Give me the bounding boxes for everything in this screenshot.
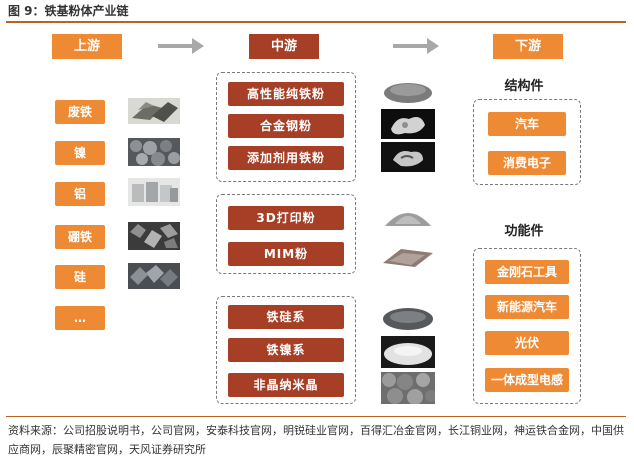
upstream-item-silicon: 硅	[55, 265, 105, 289]
figure-title: 图 9：铁基粉体产业链	[8, 4, 129, 18]
downstream-item-automotive: 汽车	[488, 112, 566, 136]
alloy-steel-powder-image	[381, 109, 435, 139]
midstream-item-3d-printing-powder: 3D打印粉	[228, 206, 344, 230]
arrow-right-icon	[393, 38, 439, 54]
midstream-item-amorphous-nanocrystalline: 非晶纳米晶	[228, 373, 344, 397]
upstream-item-more: …	[55, 306, 105, 330]
downstream-item-new-energy-vehicles: 新能源汽车	[485, 295, 569, 319]
nickel-image	[128, 138, 180, 166]
scrap-iron-image	[128, 98, 180, 124]
3d-printing-powder-image	[381, 200, 435, 232]
ferroboron-image	[128, 222, 180, 250]
header-downstream: 下游	[493, 34, 563, 59]
midstream-group-iron-powders	[216, 72, 356, 182]
downstream-item-consumer-electronics: 消费电子	[488, 151, 566, 175]
midstream-item-additive-iron-powder: 添加剂用铁粉	[228, 146, 344, 170]
additive-iron-powder-image	[381, 142, 435, 172]
downstream-item-diamond-tools: 金刚石工具	[485, 260, 569, 284]
midstream-item-alloy-steel-powder: 合金钢粉	[228, 114, 344, 138]
downstream-item-molded-inductor: 一体成型电感	[485, 368, 569, 392]
bottom-rule	[6, 416, 626, 417]
header-upstream: 上游	[52, 34, 122, 59]
silicon-image	[128, 263, 180, 289]
upstream-item-scrap-iron: 废铁	[55, 100, 105, 124]
header-midstream: 中游	[249, 34, 319, 59]
downstream-group-structural	[473, 99, 581, 185]
iron-powder-image	[381, 76, 435, 106]
midstream-group-soft-magnetic	[216, 296, 356, 404]
mim-powder-image	[381, 243, 435, 271]
source-note: 资料来源：公司招股说明书，公司官网，安泰科技官网，明锐硅业官网，百得汇冶金官网，…	[8, 424, 624, 456]
midstream-item-fe-ni: 铁镍系	[228, 338, 344, 362]
functional-parts-title: 功能件	[504, 224, 544, 239]
aluminum-image	[128, 178, 180, 206]
downstream-group-functional	[473, 248, 581, 404]
midstream-group-3d-mim	[216, 194, 356, 274]
amorphous-nanocrystalline-image	[381, 372, 435, 404]
structural-parts-title: 结构件	[504, 79, 544, 94]
midstream-item-fe-si: 铁硅系	[228, 305, 344, 329]
midstream-item-high-performance-iron-powder: 高性能纯铁粉	[228, 82, 344, 106]
fe-si-powder-image	[381, 303, 435, 333]
upstream-item-aluminum: 铝	[55, 182, 105, 206]
midstream-item-mim-powder: MIM粉	[228, 242, 344, 266]
arrow-right-icon	[158, 38, 204, 54]
top-rule	[6, 21, 626, 23]
fe-ni-powder-image	[381, 336, 435, 368]
downstream-item-photovoltaics: 光伏	[485, 331, 569, 355]
upstream-item-ferroboron: 硼铁	[55, 225, 105, 249]
upstream-item-nickel: 镍	[55, 141, 105, 165]
